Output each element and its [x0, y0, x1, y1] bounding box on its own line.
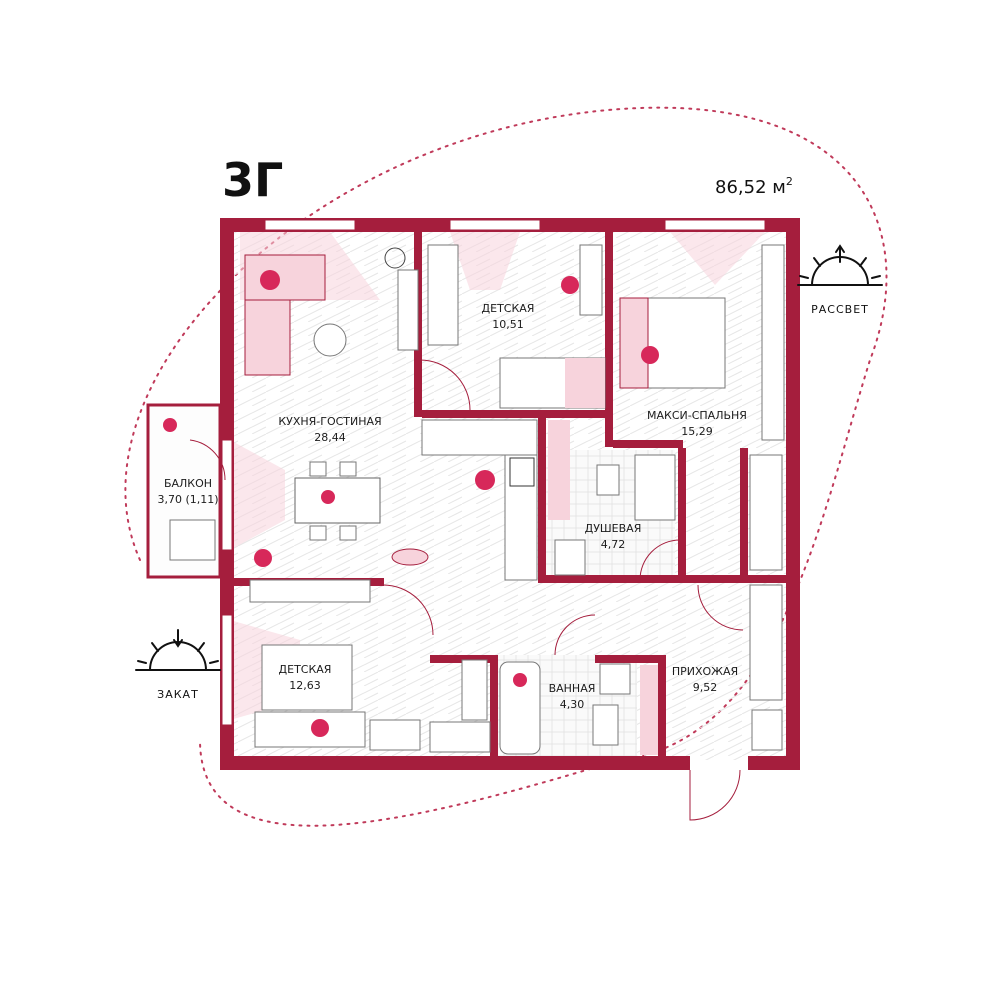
windows — [221, 219, 766, 726]
wardrobe-hall-1 — [749, 454, 783, 571]
desk-kids-top — [579, 244, 603, 316]
doors — [189, 359, 744, 821]
room-area-shower: 4,72 — [601, 538, 626, 551]
sunrise-label: РАССВЕТ — [811, 303, 869, 316]
person-bed — [641, 346, 659, 364]
shelf-kids-bottom — [461, 659, 488, 721]
room-name-shower: ДУШЕВАЯ — [585, 522, 642, 535]
dog-icon — [391, 548, 429, 566]
bath-shaft — [640, 665, 658, 755]
plant-icon — [384, 247, 406, 269]
plan-title: 3Г — [222, 153, 283, 207]
sunset-icon — [135, 629, 221, 671]
room-area-kitchen-living: 28,44 — [314, 431, 346, 444]
room-name-kids-top: ДЕТСКАЯ — [482, 302, 535, 315]
person-kitchen — [475, 470, 495, 490]
wardrobe-kids-bottom — [429, 721, 491, 753]
dining-chairs — [309, 461, 357, 541]
walls — [220, 218, 800, 770]
toilet-bath — [592, 704, 619, 746]
wardrobe-master — [761, 244, 785, 441]
shower-shaft — [548, 420, 570, 520]
kitchen-counter — [421, 419, 538, 456]
washer-icon — [599, 663, 631, 695]
room-area-hall: 9,52 — [693, 681, 718, 694]
room-name-balcony: БАЛКОН — [164, 477, 212, 490]
room-area-bath: 4,30 — [560, 698, 585, 711]
wardrobe-hall-2 — [749, 584, 783, 701]
sunset-label: ЗАКАТ — [157, 688, 199, 701]
person-kids-sofa — [311, 719, 329, 737]
room-name-hall: ПРИХОЖАЯ — [672, 665, 738, 678]
toilet-shower — [596, 464, 620, 496]
sink-shower — [554, 539, 586, 576]
sunrise-icon — [797, 244, 883, 286]
rug-kids-bottom — [261, 644, 353, 711]
total-area-sup: 2 — [786, 175, 793, 188]
room-name-bath: ВАННАЯ — [549, 682, 596, 695]
shower-cabin — [634, 454, 676, 521]
duck-icon — [513, 673, 527, 687]
stove-icon — [509, 457, 535, 487]
wardrobe-kids-top — [427, 244, 459, 346]
light-kids — [450, 232, 520, 290]
room-area-balcony: 3,70 (1,11) — [157, 493, 218, 506]
sofa-kids-bottom — [254, 711, 366, 748]
room-name-kitchen-living: КУХНЯ-ГОСТИНАЯ — [278, 415, 381, 428]
room-area-kids-bottom: 12,63 — [289, 679, 321, 692]
kitchen-wall-unit — [249, 579, 371, 603]
balcony-armchair — [169, 519, 216, 561]
room-area-master: 15,29 — [681, 425, 713, 438]
hall-bench — [751, 709, 783, 751]
total-area: 86,52 м2 — [715, 175, 793, 198]
dining-table — [294, 477, 381, 524]
light-master — [670, 232, 765, 285]
tv-cabinet — [397, 269, 419, 351]
room-name-kids-bottom: ДЕТСКАЯ — [279, 663, 332, 676]
sofa-living — [244, 254, 326, 376]
balcony-plant-icon — [163, 418, 177, 432]
armchair — [313, 323, 347, 357]
light-balcony — [230, 440, 285, 550]
bed-kids-top-blanket — [565, 358, 605, 408]
room-area-kids-top: 10,51 — [492, 318, 524, 331]
desk-kids-bottom — [369, 719, 421, 751]
person-desk — [561, 276, 579, 294]
room-name-master: МАКСИ-СПАЛЬНЯ — [647, 409, 747, 422]
bed-master-pillows — [619, 297, 649, 389]
total-area-value: 86,52 м — [715, 177, 786, 198]
flower-icon — [254, 549, 272, 567]
plate-icon — [321, 490, 335, 504]
person-sofa — [260, 270, 280, 290]
bathtub — [499, 661, 541, 755]
